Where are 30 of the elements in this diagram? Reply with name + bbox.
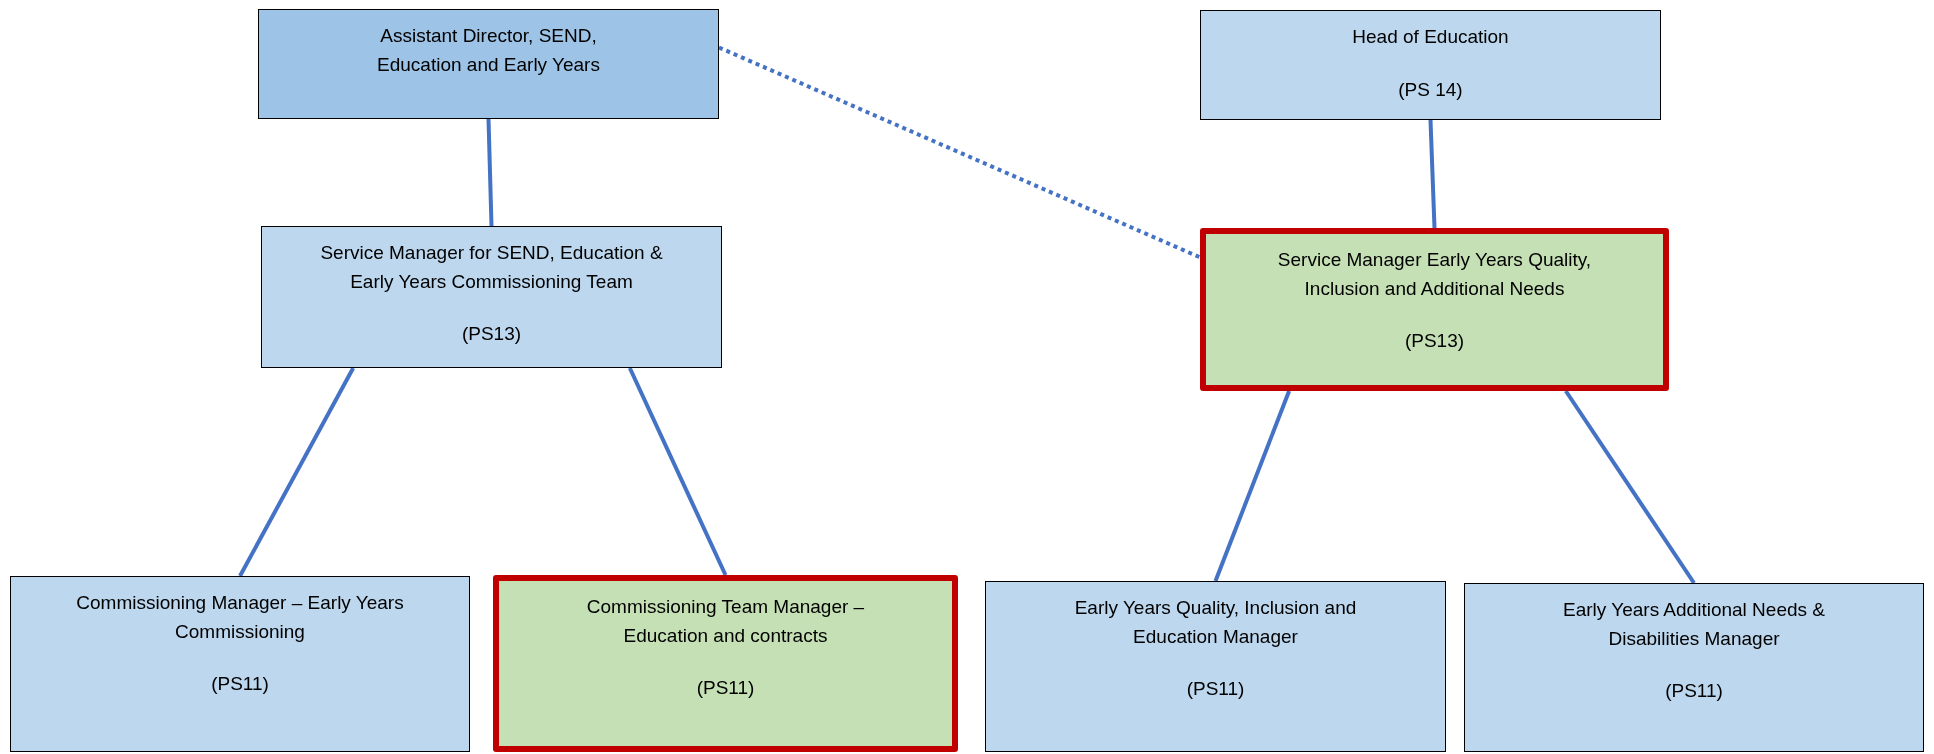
pay-grade: (PS11) <box>1186 677 1245 701</box>
role-title: Service Manager for SEND, Education & Early Years Commissioning Team <box>319 241 664 294</box>
role-box <box>1200 228 1669 391</box>
role-title: Head of Education <box>1352 25 1509 49</box>
role-title: Early Years Quality, Inclusion and Education Manager <box>1073 596 1358 649</box>
role-title: Service Manager Early Years Quality, Inclusion and Additional Needs <box>1276 248 1593 301</box>
role-box <box>985 581 1446 752</box>
pay-grade: (PS13) <box>461 322 522 346</box>
role-box <box>1464 583 1924 752</box>
connector-line <box>486 118 494 227</box>
pay-grade: (PS 14) <box>1398 77 1463 102</box>
connector-line <box>1428 119 1437 229</box>
role-box <box>10 576 470 752</box>
pay-grade: (PS11) <box>1665 679 1723 703</box>
role-box <box>258 9 719 119</box>
pay-grade: (PS11) <box>211 672 269 696</box>
connector-line <box>238 367 355 577</box>
role-box <box>493 575 958 752</box>
connector-line <box>628 367 728 576</box>
connector-line <box>1213 390 1291 582</box>
pay-grade: (PS11) <box>696 676 755 700</box>
connector-line <box>718 45 1201 260</box>
connector-line <box>1564 389 1696 585</box>
role-title: Commissioning Manager – Early Years Commissioning <box>75 591 405 644</box>
role-box <box>1200 10 1661 120</box>
role-title: Commissioning Team Manager – Education and contracts <box>585 595 866 648</box>
role-title: Assistant Director, SEND, Education and Early Years <box>376 24 601 77</box>
role-box <box>261 226 722 368</box>
role-title: Early Years Additional Needs & Disabilities Manager <box>1562 598 1826 651</box>
pay-grade: (PS13) <box>1404 329 1465 353</box>
